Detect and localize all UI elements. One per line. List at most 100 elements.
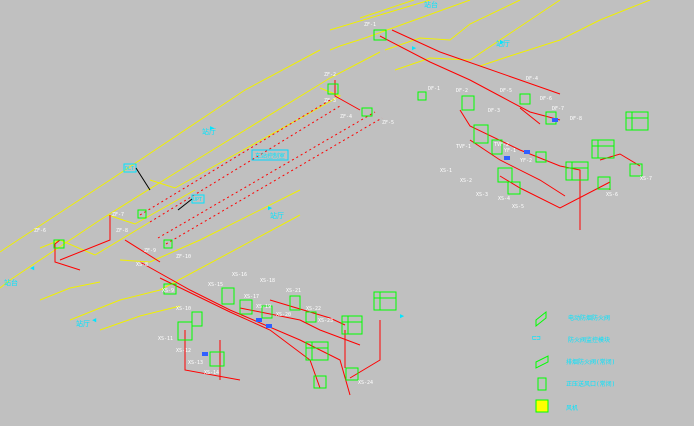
device-label: DF-4	[526, 76, 538, 82]
equipment-box	[507, 181, 521, 195]
equipment-box	[191, 311, 203, 327]
corridor-label: 站厅	[202, 127, 216, 136]
corridor-label: 站厅	[496, 39, 510, 48]
equipment-box	[209, 351, 225, 367]
device-label: YF-2	[520, 158, 532, 164]
equipment-box	[137, 209, 147, 219]
svg-text:⊏⊐: ⊏⊐	[532, 334, 540, 342]
device-label: XS-11	[158, 336, 173, 342]
equipment-box	[597, 176, 611, 190]
equipment-box	[163, 239, 173, 249]
device-label: XS-2	[460, 178, 472, 184]
legend-label: 电动防烟防火阀	[568, 314, 610, 322]
corridor-label: 站台	[4, 278, 18, 287]
flow-arrow: ◀	[92, 316, 97, 324]
device-label: XS-24	[358, 380, 373, 386]
device-label: XS-12	[176, 348, 191, 354]
equipment-box	[535, 151, 547, 163]
device-label: XS-16	[232, 272, 247, 278]
device-label: XS-23	[318, 318, 333, 324]
equipment-box	[239, 299, 253, 315]
legend-item: ⊏⊐ 防火阀监控模块	[532, 334, 610, 344]
device-label: XS-10	[176, 306, 191, 312]
device-label: XS-13	[188, 360, 203, 366]
monitor-modules	[202, 118, 558, 356]
legend-label: 排烟防火阀(常闭)	[566, 358, 615, 366]
equipment-box	[473, 124, 489, 144]
device-label: TVF-2	[494, 142, 509, 148]
device-label: DF-8	[570, 116, 582, 122]
equipment-box	[519, 93, 531, 105]
device-label: YF-1	[504, 148, 516, 154]
equipment-box	[461, 95, 475, 111]
device-label: DF-7	[552, 106, 564, 112]
equipment-box	[417, 91, 427, 101]
legend: 电动防烟防火阀 ⊏⊐ 防火阀监控模块 排烟防火阀(常闭) 正压送风口(常闭) 风…	[532, 310, 615, 413]
device-label: ZF-8	[116, 228, 128, 234]
legend-label: 风机	[566, 404, 578, 412]
device-label: ZF-7	[112, 212, 124, 218]
device-label: ZF-9	[144, 248, 156, 254]
device-label: DF-3	[488, 108, 500, 114]
equipment-box	[261, 305, 273, 319]
flow-arrows: ▶ ▶ ◀ ◀ ▶ ▶ ▶	[30, 38, 505, 324]
fan-unit	[373, 291, 397, 311]
device-label: DF-6	[540, 96, 552, 102]
device-label: ZF-6	[34, 228, 46, 234]
device-label: DF-5	[500, 88, 512, 94]
callout-leader	[177, 198, 193, 211]
control-room-label: 车站控制室	[255, 152, 285, 160]
fan-unit	[305, 341, 329, 361]
device-label: XS-5	[512, 204, 524, 210]
equipment-box	[345, 367, 359, 381]
device-label: DF-2	[456, 88, 468, 94]
flow-arrow: ▶	[412, 44, 417, 52]
device-label: TVF-1	[456, 144, 471, 150]
corridor-labels: 站台 站厅 站厅 站厅 站台 站厅	[4, 0, 510, 328]
monitor-module	[524, 150, 530, 154]
fan-unit	[565, 161, 589, 181]
corridor-label: 站厅	[76, 319, 90, 328]
device-label: XS-8	[136, 262, 148, 268]
damper-icon	[535, 310, 547, 328]
device-label: ZF-10	[176, 254, 191, 260]
device-label: ZF-2	[324, 72, 336, 78]
control-room-box	[251, 149, 289, 161]
monitor-module	[552, 118, 558, 122]
device-label: XS-14	[204, 370, 219, 376]
equipment-box	[497, 167, 513, 183]
equipment-box	[177, 321, 193, 341]
device-label: XS-20	[276, 312, 291, 318]
equipment-box	[373, 29, 387, 41]
legend-item: 排烟防火阀(常闭)	[535, 355, 615, 369]
device-label: XS-17	[244, 294, 259, 300]
equipment-box	[491, 139, 503, 155]
fan-unit	[625, 111, 649, 131]
flow-arrow: ▶	[400, 312, 405, 320]
equipment-box	[53, 239, 65, 249]
valve-icon	[535, 355, 549, 369]
pipe-network	[54, 29, 641, 396]
fan-unit	[591, 139, 615, 159]
corridor-label: 站台	[424, 0, 438, 9]
device-labels: ZF-1 ZF-2 ZF-3 ZF-4 ZF-5 ZF-6 ZF-7 ZF-8 …	[34, 22, 652, 386]
legend-item: 电动防烟防火阀	[535, 310, 610, 328]
dlt-callout: DLT	[125, 166, 134, 172]
callout-leader	[135, 167, 151, 191]
callouts: DLT UPT 车站控制室	[123, 149, 289, 211]
fan-box-icon	[535, 399, 549, 413]
flow-arrow: ▶	[210, 124, 215, 132]
flow-arrow: ▶	[500, 38, 505, 46]
monitor-module	[256, 318, 262, 322]
flow-arrow: ◀	[30, 264, 35, 272]
equipment-box	[163, 283, 177, 295]
monitor-module	[202, 352, 208, 356]
equipment-box	[289, 295, 301, 311]
device-label: ZF-3	[324, 98, 336, 104]
device-label: XS-7	[640, 176, 652, 182]
equipment-box	[305, 311, 317, 323]
fan-unit	[341, 315, 363, 335]
device-label: XS-9	[162, 288, 174, 294]
corridor-label: 站厅	[270, 211, 284, 220]
device-label: ZF-4	[340, 114, 352, 120]
